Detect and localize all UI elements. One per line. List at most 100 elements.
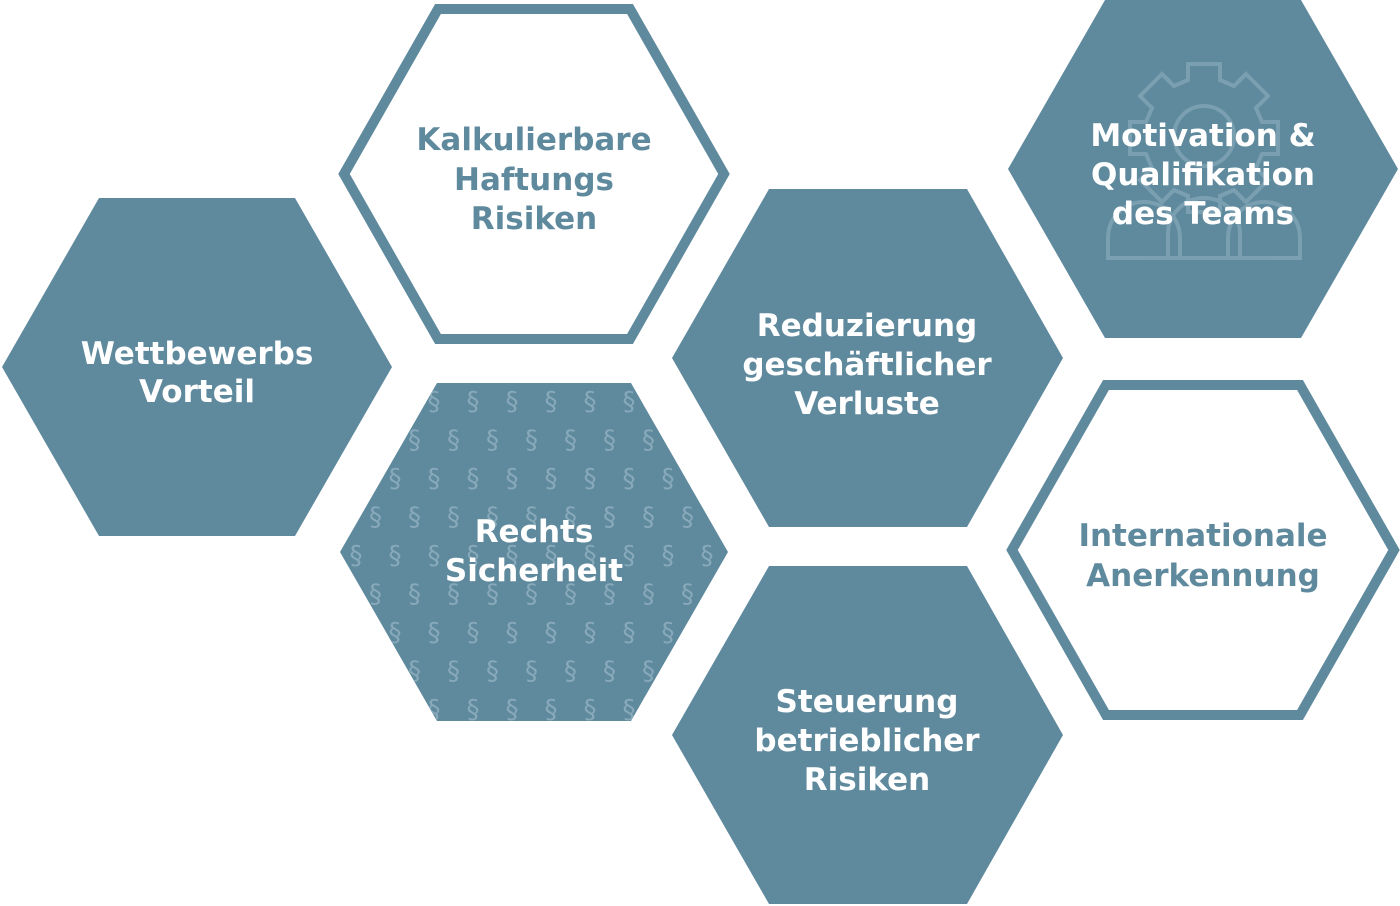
hexagon-label-line: Kalkulierbare <box>416 122 651 158</box>
paragraph-glyph-icon: § <box>623 541 636 571</box>
paragraph-glyph-icon: § <box>564 657 577 687</box>
paragraph-glyph-icon: § <box>467 541 480 571</box>
hexagon-label-line: Anerkennung <box>1086 558 1320 594</box>
hexagon-shape <box>1006 380 1400 720</box>
hexagon-shape <box>2 198 392 536</box>
paragraph-glyph-icon: § <box>662 464 675 494</box>
paragraph-glyph-icon: § <box>447 657 460 687</box>
paragraph-glyph-icon: § <box>389 618 402 648</box>
paragraph-glyph-icon: § <box>584 541 597 571</box>
paragraph-glyph-icon: § <box>564 426 577 456</box>
hexagon-label-line: des Teams <box>1112 196 1294 232</box>
paragraph-glyph-icon: § <box>545 541 558 571</box>
hexagon-motivation-qualifikation-teams: Motivation & Qualifikation des Teams <box>1008 0 1398 338</box>
paragraph-glyph-icon: § <box>701 464 714 494</box>
hexagon-rechts-sicherheit: §§§§§§§§§§§§§§§§§§§§§§§§§§§§§§§§§§§§§§§§… <box>330 383 733 725</box>
paragraph-glyph-icon: § <box>428 387 441 417</box>
hexagon-label-line: Qualifikation <box>1091 157 1315 193</box>
paragraph-glyph-icon: § <box>369 426 382 456</box>
paragraph-glyph-icon: § <box>642 503 655 533</box>
paragraph-glyph-icon: § <box>662 541 675 571</box>
paragraph-glyph-icon: § <box>642 657 655 687</box>
paragraph-glyph-icon: § <box>720 580 733 610</box>
hexagon-steuerung-betrieblicher-risiken: Steuerung betrieblicher Risiken <box>672 566 1063 904</box>
paragraph-glyph-icon: § <box>467 464 480 494</box>
paragraph-glyph-icon: § <box>701 618 714 648</box>
paragraph-glyph-icon: § <box>408 580 421 610</box>
paragraph-glyph-icon: § <box>623 695 636 725</box>
paragraph-glyph-icon: § <box>428 464 441 494</box>
paragraph-glyph-icon: § <box>623 464 636 494</box>
paragraph-glyph-icon: § <box>584 618 597 648</box>
hexagon-reduzierung-geschaeftlicher-verluste: Reduzierung geschäftlicher Verluste <box>672 189 1063 527</box>
paragraph-glyph-icon: § <box>662 695 675 725</box>
paragraph-glyph-icon: § <box>545 618 558 648</box>
paragraph-glyph-icon: § <box>350 541 363 571</box>
paragraph-glyph-icon: § <box>525 657 538 687</box>
paragraph-glyph-icon: § <box>545 695 558 725</box>
paragraph-glyph-icon: § <box>486 657 499 687</box>
hexagon-label-line: Risiken <box>804 762 930 798</box>
hexagon-shape <box>340 383 728 721</box>
hexagon-label-line: geschäftlicher <box>742 347 992 383</box>
paragraph-glyph-icon: § <box>564 503 577 533</box>
hexagon-label-line: Vorteil <box>139 374 255 410</box>
paragraph-glyph-icon: § <box>389 464 402 494</box>
hexagon-label-line: Verluste <box>794 386 940 422</box>
paragraph-glyph-icon: § <box>389 387 402 417</box>
paragraph-glyph-icon: § <box>408 503 421 533</box>
paragraph-glyph-icon: § <box>486 426 499 456</box>
paragraph-glyph-icon: § <box>701 541 714 571</box>
paragraph-glyph-icon: § <box>662 618 675 648</box>
paragraph-glyph-icon: § <box>623 387 636 417</box>
hexagon-label-line: Reduzierung <box>757 308 977 344</box>
paragraph-glyph-icon: § <box>603 503 616 533</box>
paragraph-glyph-icon: § <box>525 580 538 610</box>
hexagon-shape <box>672 566 1063 904</box>
paragraph-glyph-icon: § <box>350 618 363 648</box>
paragraph-glyph-icon: § <box>389 695 402 725</box>
hexagon-wettbewerbs-vorteil: Wettbewerbs Vorteil <box>2 198 392 536</box>
paragraph-glyph-icon: § <box>467 695 480 725</box>
paragraph-glyph-icon: § <box>467 387 480 417</box>
hexagon-label-line: Risiken <box>471 201 597 237</box>
hexagon-label-line: Wettbewerbs <box>81 336 314 372</box>
hexagon-shape <box>672 189 1063 527</box>
hexagon-label-line: Steuerung <box>776 684 959 720</box>
paragraph-glyph-icon: § <box>369 657 382 687</box>
paragraph-glyph-icon: § <box>545 464 558 494</box>
paragraph-glyph-icon: § <box>603 426 616 456</box>
paragraph-glyph-icon: § <box>408 657 421 687</box>
paragraph-glyph-icon: § <box>486 503 499 533</box>
hexagon-label-line: betrieblicher <box>754 723 980 759</box>
paragraph-glyph-icon: § <box>681 426 694 456</box>
hexagon-label-line: Haftungs <box>454 162 614 198</box>
paragraph-glyph-icon: § <box>428 541 441 571</box>
paragraph-glyph-icon: § <box>330 657 343 687</box>
paragraph-glyph-icon: § <box>681 580 694 610</box>
paragraph-glyph-icon: § <box>662 387 675 417</box>
paragraph-glyph-icon: § <box>486 580 499 610</box>
paragraph-glyph-icon: § <box>506 541 519 571</box>
paragraph-glyph-icon: § <box>447 580 460 610</box>
hexagon-shape <box>338 4 730 344</box>
hexagon-label-line: Motivation & <box>1090 118 1315 154</box>
paragraph-glyph-icon: § <box>545 387 558 417</box>
gear-team-icon <box>1106 62 1302 260</box>
paragraph-glyph-icon: § <box>428 618 441 648</box>
paragraph-glyph-icon: § <box>584 387 597 417</box>
paragraph-glyph-icon: § <box>506 695 519 725</box>
paragraph-glyph-icon: § <box>467 618 480 648</box>
paragraph-glyph-icon: § <box>681 503 694 533</box>
hexagon-label-line: Rechts <box>475 514 594 550</box>
paragraph-glyph-icon: § <box>350 695 363 725</box>
paragraph-glyph-icon: § <box>447 503 460 533</box>
paragraph-glyph-icon: § <box>408 426 421 456</box>
paragraph-glyph-icon: § <box>330 503 343 533</box>
hexagon-label-line: Sicherheit <box>445 553 623 589</box>
paragraph-glyph-icon: § <box>506 464 519 494</box>
hexagon-internationale-anerkennung: Internationale Anerkennung <box>1006 380 1400 720</box>
paragraph-glyph-icon: § <box>584 695 597 725</box>
paragraph-glyph-icon: § <box>564 580 577 610</box>
